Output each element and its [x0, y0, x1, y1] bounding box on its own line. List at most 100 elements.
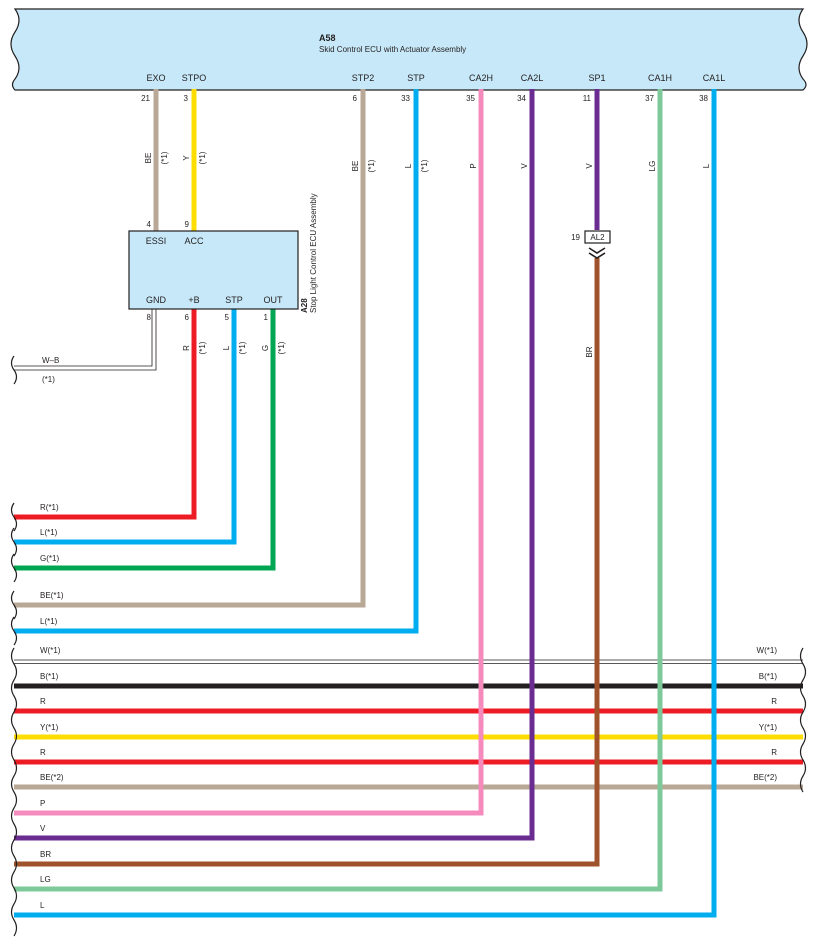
a58-pin-number: 3	[184, 94, 189, 103]
break-marks	[10, 355, 807, 937]
a58-pin-number: 6	[353, 94, 358, 103]
harness-label: B(*1)	[759, 672, 778, 681]
wire-note-label: (*1)	[420, 159, 429, 172]
connector-al2-box	[584, 230, 611, 244]
wire-l	[14, 89, 419, 634]
a58-pin-label: CA2L	[521, 73, 544, 83]
wire-note-label: (*1)	[367, 159, 376, 172]
harness-label: BE(*2)	[753, 773, 777, 782]
break-mark	[10, 590, 18, 620]
harness-label: BE(*2)	[40, 773, 64, 782]
harness-left-labels: R(*1) L(*1) G(*1) BE(*1) L(*1) W(*1) B(*…	[40, 503, 64, 910]
a58-pin-number: 21	[141, 94, 150, 103]
a28-pin-number: 5	[225, 313, 230, 322]
a58-pin-number: 35	[466, 94, 475, 103]
a28-pin-label: GND	[146, 295, 167, 305]
harness-right-labels: W(*1) B(*1) R Y(*1) R BE(*2)	[753, 646, 777, 782]
wire-v	[14, 89, 535, 841]
wire-note-label: (*1)	[160, 151, 169, 164]
wire-w-b	[14, 309, 153, 367]
wire-color-label: R	[182, 345, 191, 351]
wire-color-label: Y	[182, 155, 191, 161]
a28-pin-label: ACC	[184, 236, 204, 246]
a58-pin-label: CA1L	[703, 73, 726, 83]
harness-label: L	[40, 901, 45, 910]
a58-pin-label: SP1	[588, 73, 605, 83]
a58-pin-label: CA2H	[469, 73, 493, 83]
harness-label: BR	[40, 850, 51, 859]
wire-g	[14, 309, 276, 571]
wire-color-label: L	[404, 163, 413, 168]
ecu-a58-name: Skid Control ECU with Actuator Assembly	[319, 45, 466, 54]
break-mark	[10, 553, 18, 583]
harness-label: Y(*1)	[40, 723, 59, 732]
break-mark	[10, 527, 18, 557]
harness-label: P	[40, 799, 45, 808]
wire-r	[14, 309, 197, 520]
wire-color-label: L	[702, 163, 711, 168]
wire-color-label: BE	[144, 153, 153, 164]
ecu-a28-body	[128, 230, 299, 310]
wire-note-label: (*1)	[238, 341, 247, 354]
a58-pin-label: STP	[407, 73, 425, 83]
ecu-a28-code: A28	[300, 298, 309, 313]
break-mark	[799, 647, 807, 793]
wire-color-label: LG	[648, 161, 657, 172]
vertical-wire-labels: BE (*1) Y (*1) BE (*1) L (*1) P V V LG L…	[144, 151, 711, 357]
gnd-wire-note: (*1)	[42, 375, 55, 384]
a28-pin-number: 4	[147, 220, 152, 229]
wire-note-label: (*1)	[198, 341, 207, 354]
a28-pin-label: +B	[188, 295, 199, 305]
a28-pin-number: 1	[264, 313, 269, 322]
harness-label: R	[771, 748, 777, 757]
a28-pin-number: 8	[147, 313, 152, 322]
harness-label: R	[40, 748, 46, 757]
a58-pin-label: STP2	[352, 73, 375, 83]
a28-pin-number: 6	[185, 313, 190, 322]
harness-lines	[14, 659, 803, 790]
break-mark	[10, 616, 18, 646]
ecu-a28-name: Stop Light Control ECU Assembly	[309, 193, 318, 313]
wire-color-label: BR	[585, 346, 594, 357]
a28-pin-label: OUT	[264, 295, 284, 305]
wire-note-label: (*1)	[198, 151, 207, 164]
wire-color-label: V	[585, 163, 594, 169]
a58-pin-number: 37	[645, 94, 654, 103]
a28-pin-label: STP	[225, 295, 243, 305]
harness-label: BE(*1)	[40, 591, 64, 600]
a58-pin-number: 38	[699, 94, 708, 103]
break-mark	[10, 502, 18, 532]
a58-pin-label: CA1H	[648, 73, 672, 83]
chevron-down-icon	[588, 247, 606, 254]
a58-pin-number: 33	[401, 94, 410, 103]
break-mark	[10, 647, 18, 937]
harness-label: L(*1)	[40, 528, 58, 537]
harness-label: LG	[40, 875, 51, 884]
connector-al2: AL2 19	[571, 230, 611, 259]
harness-label: R	[40, 697, 46, 706]
harness-label: R	[771, 697, 777, 706]
harness-label: W(*1)	[40, 646, 61, 655]
harness-label: B(*1)	[40, 672, 59, 681]
connector-al2-pin: 19	[571, 233, 580, 242]
wire-color-label: V	[520, 163, 529, 169]
a58-pin-number: 11	[583, 94, 592, 103]
connector-al2-code: AL2	[590, 233, 605, 242]
wire-br	[14, 258, 600, 867]
wire-w-b	[14, 309, 157, 371]
harness-label: L(*1)	[40, 617, 58, 626]
harness-label: W(*1)	[757, 646, 778, 655]
wire-color-label: G	[261, 345, 270, 351]
a58-pin-label: EXO	[146, 73, 165, 83]
a28-pin-number: 9	[185, 220, 190, 229]
a58-pin-label: STPO	[182, 73, 207, 83]
harness-label: V	[40, 824, 46, 833]
a28-pin-label: ESSI	[146, 236, 167, 246]
a28-wires	[14, 309, 276, 571]
wire-color-label: L	[222, 345, 231, 350]
ecu-a58-body	[10, 8, 808, 91]
wire-l	[14, 89, 717, 918]
wire-color-label: BE	[351, 161, 360, 172]
wire-note-label: (*1)	[277, 341, 286, 354]
